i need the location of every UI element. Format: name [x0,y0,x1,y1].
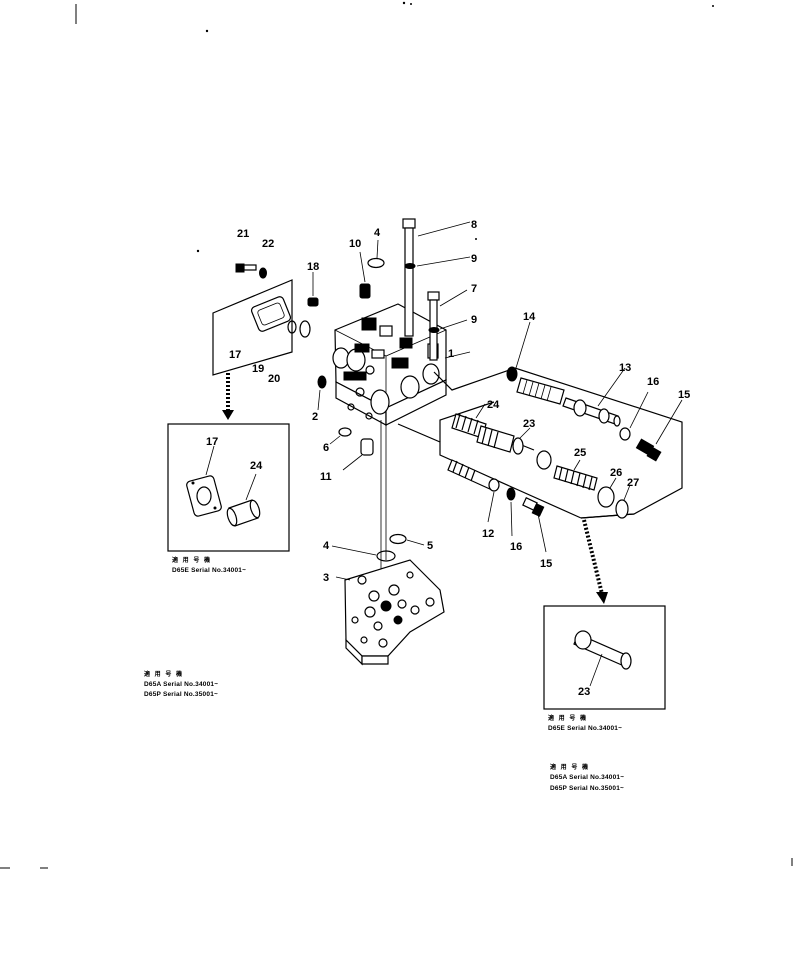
callout-12: 12 [482,528,494,540]
callout-3: 3 [323,572,329,584]
note-right-line1: D65E Serial No.34001~ [548,725,622,732]
cover-group-left [212,263,319,376]
callout-16-top: 16 [647,376,659,388]
callout-4-bottom: 4 [323,540,330,552]
callout-11: 11 [320,471,332,483]
callout-20: 20 [268,373,280,385]
callout-10: 10 [349,238,361,250]
note-right-box: 適 用 号 機 D65E Serial No.34001~ [548,714,622,732]
callout-17-box: 17 [206,436,218,448]
note-left-line1: D65E Serial No.34001~ [172,567,246,574]
callout-23: 23 [523,418,535,430]
note-center-line1: D65A Serial No.34001~ [144,681,218,688]
callout-14: 14 [523,311,536,323]
detail-box-right [543,605,666,710]
callout-1: 1 [448,348,454,360]
note-bottom-right: 適 用 号 機 D65A Serial No.34001~ D65P Seria… [550,763,624,792]
callout-6: 6 [323,442,329,454]
note-center: 適 用 号 機 D65A Serial No.34001~ D65P Seria… [144,670,218,698]
scan-marks [0,1,793,869]
callout-19: 19 [252,363,264,375]
callout-15-top: 15 [678,389,690,401]
callout-18: 18 [307,261,319,273]
callout-21: 21 [237,228,249,240]
callout-8: 8 [471,219,477,231]
callout-9-mid: 9 [471,314,477,326]
note-bottom-right-jp: 適 用 号 機 [550,763,590,771]
callout-24-box: 24 [250,460,263,472]
note-left-jp: 適 用 号 機 [172,556,212,564]
callouts: 1 2 3 4 4 5 6 7 8 9 9 10 11 12 13 14 15 … [206,219,690,698]
note-left-box: 適 用 号 機 D65E Serial No.34001~ [172,556,246,574]
callout-4-top: 4 [374,227,381,239]
note-bottom-right-line1: D65A Serial No.34001~ [550,774,624,781]
plate-3 [335,559,445,666]
callout-5: 5 [427,540,433,552]
bolt-7 [427,289,468,361]
callout-26: 26 [610,467,622,479]
note-bottom-right-line2: D65P Serial No.35001~ [550,785,624,792]
note-right-jp: 適 用 号 機 [548,714,588,722]
bolt-21 [235,263,257,273]
callout-16-bottom: 16 [510,541,522,553]
callout-2: 2 [312,411,318,423]
plug-10 [359,283,371,299]
callout-25: 25 [574,447,586,459]
callout-13: 13 [619,362,631,374]
spool-group [397,321,683,553]
arrow-left-box [222,373,234,420]
callout-23-box: 23 [578,686,590,698]
detail-box-left [167,423,290,552]
callout-9-top: 9 [471,253,477,265]
callout-17: 17 [229,349,241,361]
callout-7: 7 [471,283,477,295]
callout-22: 22 [262,238,274,250]
bolt-8 [402,218,471,337]
callout-15-bottom: 15 [540,558,552,570]
valve-body [332,303,447,427]
note-center-jp: 適 用 号 機 [144,670,184,678]
arrow-right-box [582,519,608,604]
callout-24: 24 [487,399,500,411]
note-center-line2: D65P Serial No.35001~ [144,691,218,698]
callout-27: 27 [627,477,639,489]
